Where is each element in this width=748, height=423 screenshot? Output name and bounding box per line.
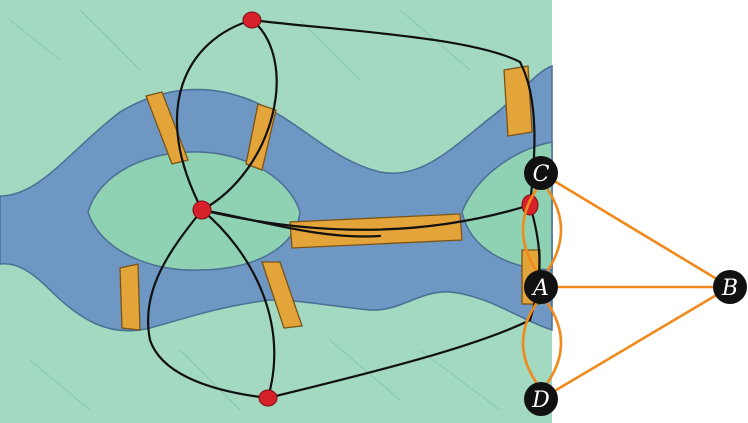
node-B-label: B <box>721 276 738 301</box>
edge-D-B <box>541 287 730 399</box>
abstract-graph: C A D B <box>523 156 747 416</box>
bridge-3 <box>120 264 140 330</box>
node-D-label: D <box>531 388 550 413</box>
node-B: B <box>713 270 747 304</box>
node-C: C <box>524 156 558 190</box>
edge-C-B <box>541 173 730 287</box>
node-A: A <box>524 270 558 304</box>
bridge-6 <box>504 66 532 136</box>
hand-drawn-map <box>0 0 552 423</box>
hand-vertex-north <box>243 12 261 28</box>
node-A-label: A <box>531 276 549 301</box>
node-D: D <box>524 382 558 416</box>
hand-vertex-south <box>259 390 277 406</box>
hand-vertex-island <box>193 201 211 219</box>
node-C-label: C <box>533 162 550 187</box>
